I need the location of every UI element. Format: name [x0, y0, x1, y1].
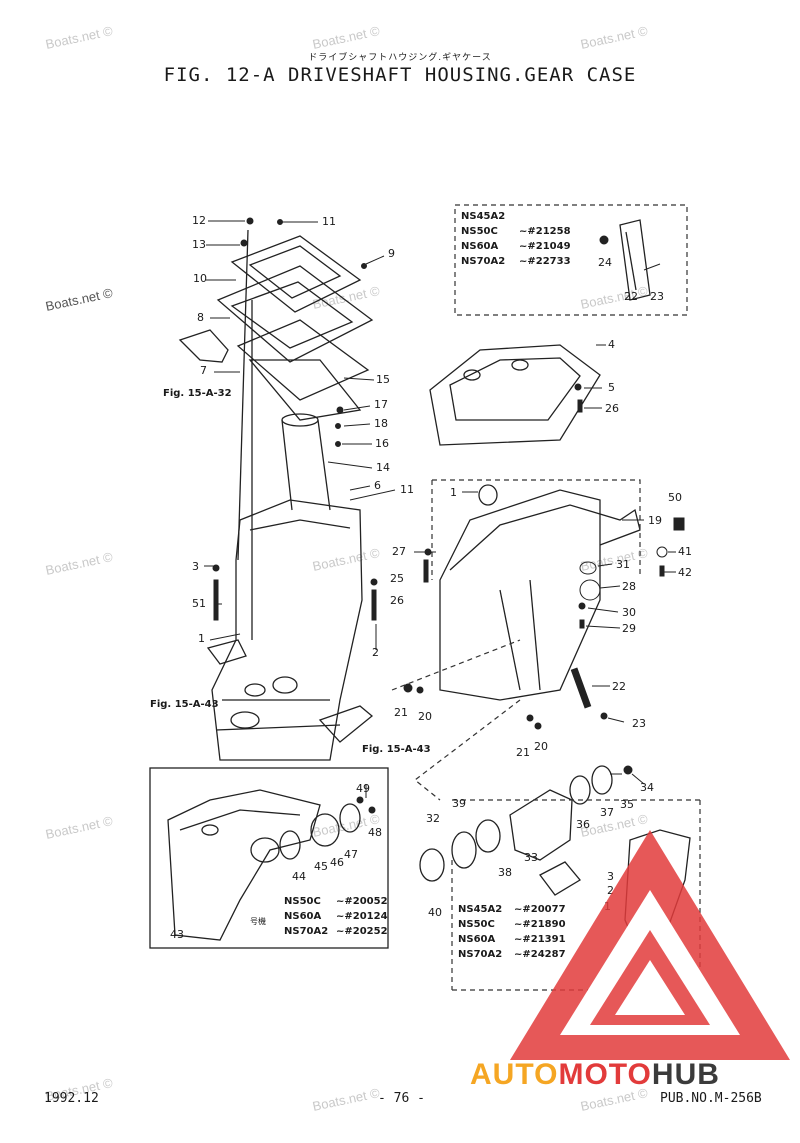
part-label: 11	[400, 483, 414, 496]
part-label: 33	[524, 851, 538, 864]
part-label: 47	[344, 848, 358, 861]
part-label: 10	[193, 272, 207, 285]
part-label: 21	[394, 706, 408, 719]
part-label: 2	[372, 646, 379, 659]
solid-variant-box	[149, 767, 389, 949]
part-label: 31	[616, 558, 630, 571]
part-label: 28	[622, 580, 636, 593]
part-label: 20	[418, 710, 432, 723]
automotohub-logo-mark	[510, 830, 790, 1060]
part-label: 6	[374, 479, 381, 492]
page-number: - 76 -	[378, 1091, 425, 1106]
part-label: 45	[314, 860, 328, 873]
part-label: 44	[292, 870, 306, 883]
part-label: 32	[426, 812, 440, 825]
part-label: 21	[516, 746, 530, 759]
bracket-ref-15-a-32	[178, 329, 229, 363]
part-label: 13	[192, 238, 206, 251]
part-label: 9	[388, 247, 395, 260]
part-label: 37	[600, 806, 614, 819]
driveshaft-tube	[281, 419, 331, 511]
part-label: 30	[622, 606, 636, 619]
driveshaft-housing	[211, 499, 363, 761]
figure-reference: Fig. 15-A-32	[163, 388, 232, 399]
serial-prefix: 号機	[250, 917, 266, 926]
part-label: 3	[192, 560, 199, 573]
variant-list-bottom-left: NS50C~#20052 NS60A~#20124 NS70A2~#20252	[284, 896, 388, 937]
part-label: 26	[605, 402, 619, 415]
part-label: 16	[375, 437, 389, 450]
part-label: 41	[678, 545, 692, 558]
part-label: 1	[450, 486, 457, 499]
part-label: 23	[632, 717, 646, 730]
part-label: 22	[612, 680, 626, 693]
gear-case-variant	[167, 789, 321, 941]
automotohub-logo: AUTOMOTOHUB	[470, 1058, 720, 1091]
part-label: 51	[192, 597, 206, 610]
mount-bracket	[216, 265, 374, 363]
part-label: 20	[534, 740, 548, 753]
part-label: 46	[330, 856, 344, 869]
part-label: 3	[607, 870, 614, 883]
part-label: 39	[452, 797, 466, 810]
part-label: 23	[650, 290, 664, 303]
part-label: 26	[390, 594, 404, 607]
part-label: 38	[498, 866, 512, 879]
seal-40	[419, 848, 445, 882]
figure-reference: Fig. 15-A-43	[150, 699, 219, 710]
figure-title: FIG. 12-A DRIVESHAFT HOUSING.GEAR CASE	[163, 64, 637, 86]
part-label: 19	[648, 514, 662, 527]
lower-gear-case	[439, 489, 601, 701]
gear-case-cover	[429, 344, 601, 446]
part-label: 7	[200, 364, 207, 377]
part-label: 5	[608, 381, 615, 394]
part-label: 27	[392, 545, 406, 558]
part-label: 48	[368, 826, 382, 839]
part-label: 25	[390, 572, 404, 585]
part-label: 17	[374, 398, 388, 411]
o-ring-39	[451, 831, 477, 869]
part-label: 12	[192, 214, 206, 227]
part-label: 18	[374, 417, 388, 430]
part-label: 1	[198, 632, 205, 645]
gasket	[236, 319, 370, 401]
variant-list-bottom-right: NS45A2~#20077 NS50C~#21890 NS60A~#21391 …	[458, 904, 566, 960]
publication-number: PUB.NO.M-256B	[660, 1091, 762, 1106]
part-label: 42	[678, 566, 692, 579]
footer-date: 1992.12	[44, 1091, 99, 1106]
part-label: 4	[608, 338, 615, 351]
part-label: 35	[620, 798, 634, 811]
part-label: 14	[376, 461, 390, 474]
part-label: 15	[376, 373, 390, 386]
housing-33	[509, 789, 573, 861]
bearing-38	[475, 819, 501, 853]
variant-list-top: NS45A2 NS50C~#21258 NS60A~#21049 NS70A2~…	[461, 211, 571, 267]
part-label: 49	[356, 782, 370, 795]
japanese-subtitle: ドライブシャフトハウジング.ギヤケース	[308, 53, 492, 63]
part-label: 50	[668, 491, 682, 504]
part-label: 24	[598, 256, 612, 269]
figure-reference: Fig. 15-A-43	[362, 744, 431, 755]
part-label: 43	[170, 928, 184, 941]
part-label: 34	[640, 781, 654, 794]
part-label: 40	[428, 906, 442, 919]
top-plate	[230, 235, 362, 313]
part-label: 36	[576, 818, 590, 831]
part-label: 2	[607, 884, 614, 897]
part-label: 22	[624, 290, 638, 303]
part-label: 8	[197, 311, 204, 324]
part-label: 11	[322, 215, 336, 228]
part-label: 29	[622, 622, 636, 635]
